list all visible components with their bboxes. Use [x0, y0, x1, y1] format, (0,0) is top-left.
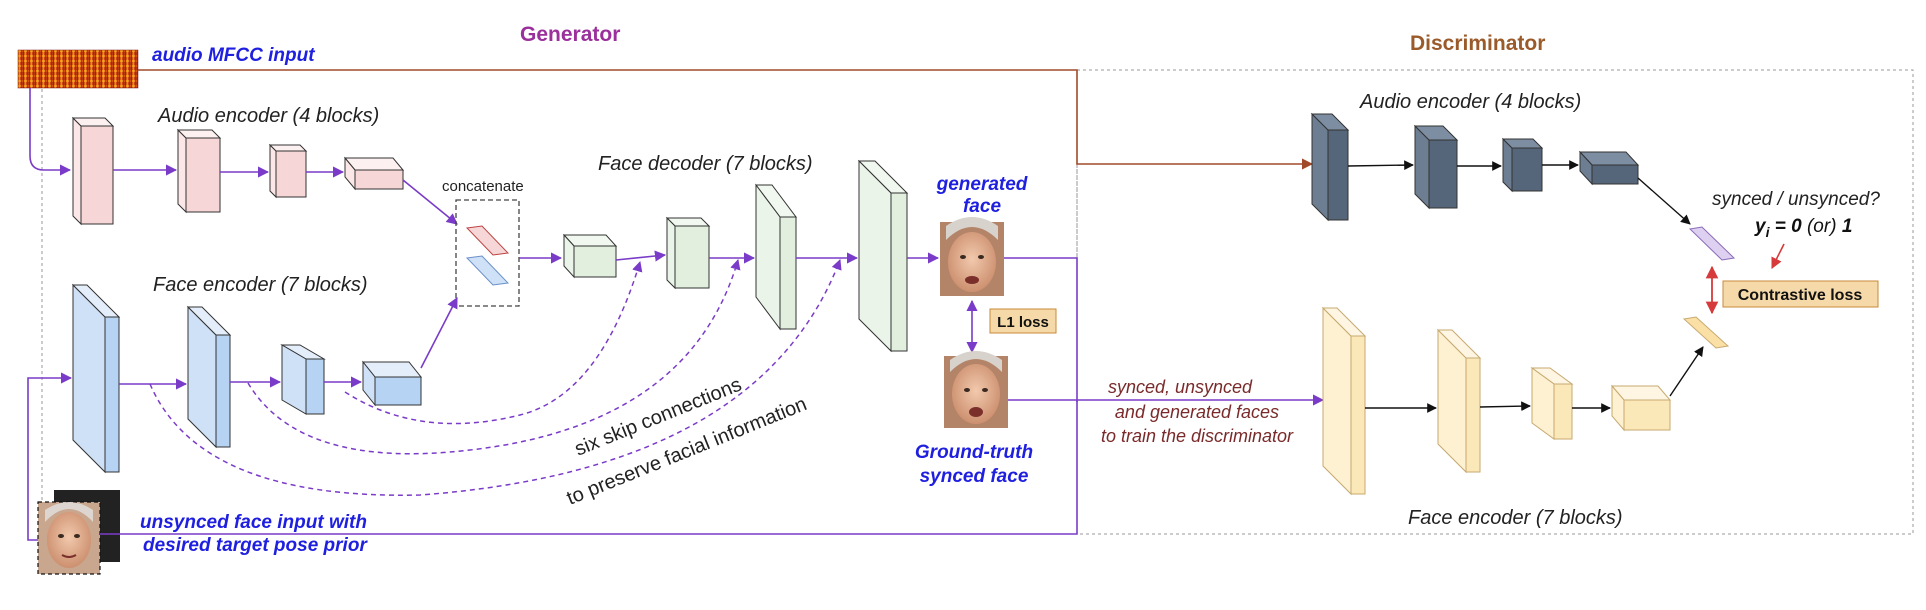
gen-audio-encoder-block-4 — [343, 156, 405, 191]
generated-face-path — [1004, 257, 1078, 402]
audio-to-concat-arrow — [402, 179, 458, 225]
face-input-label-2: desired target pose prior — [143, 535, 368, 556]
disc-face-encoder-block-1 — [1321, 306, 1367, 496]
disc-audio-encoder-label: Audio encoder (4 blocks) — [1359, 91, 1581, 113]
gen-face-encoder-block-2 — [186, 305, 232, 449]
contrastive-loss-box — [1722, 280, 1879, 308]
face-decoder-block-2 — [665, 216, 711, 290]
yi-one: 1 — [1842, 216, 1853, 237]
yi-subscript: i — [1766, 224, 1771, 240]
face-input-to-discriminator-path — [100, 400, 1078, 535]
ground-truth-label-1: Ground-truth — [915, 442, 1033, 463]
concatenate-box — [455, 199, 520, 307]
face-input-image — [37, 490, 120, 575]
synced-question: synced / unsynced? — [1712, 189, 1880, 210]
disc-audio-arrow-1 — [1347, 160, 1414, 171]
yi-or: (or) — [1802, 216, 1842, 237]
concat-face-feature — [465, 255, 510, 286]
ground-truth-label-2: synced face — [920, 466, 1029, 487]
skip-connection-2 — [247, 258, 741, 455]
face-decoder-block-1 — [562, 233, 618, 279]
face-input-label-1: unsynced face input with — [140, 512, 367, 533]
l1-loss-box — [989, 308, 1057, 334]
skip-connection-3 — [149, 259, 842, 496]
face-decoder-block-4 — [857, 159, 909, 353]
label-to-loss-arrow — [1771, 243, 1785, 270]
face-decoder-block-3 — [755, 183, 797, 331]
gen-face-encoder-block-1 — [71, 283, 121, 474]
audio-input-arrow — [29, 88, 72, 176]
gen-audio-encoder-label: Audio encoder (4 blocks) — [157, 105, 379, 127]
decoder-arrow-1 — [615, 250, 667, 262]
discriminator-title: Discriminator — [1410, 32, 1545, 55]
disc-audio-to-embedding-arrow — [1637, 177, 1691, 225]
disc-face-encoder-block-2 — [1436, 328, 1482, 474]
concat-audio-feature — [465, 225, 510, 256]
disc-faces-label-3: to train the discriminator — [1101, 426, 1294, 446]
disc-faces-label-2: and generated faces — [1115, 402, 1279, 422]
face-to-concat-arrow — [420, 297, 458, 369]
disc-audio-encoder-block-2 — [1413, 124, 1459, 210]
gen-face-encoder-block-4 — [361, 360, 423, 407]
gen-audio-encoder-block-2 — [176, 128, 222, 214]
generated-face-label-1: generated — [936, 174, 1028, 195]
face-input-arrow — [27, 372, 73, 541]
contrastive-loss-label: Contrastive loss — [1738, 287, 1863, 304]
concatenate-label: concatenate — [442, 178, 524, 195]
disc-face-encoder-block-3 — [1530, 367, 1574, 440]
gen-audio-encoder-block-3 — [268, 143, 308, 199]
disc-face-arrow-2 — [1479, 401, 1531, 412]
gen-face-encoder-label: Face encoder (7 blocks) — [153, 274, 368, 296]
generated-face-label-2: face — [963, 196, 1001, 217]
l1-loss-label: L1 loss — [997, 314, 1049, 331]
skip-connection-1 — [344, 260, 643, 425]
disc-audio-encoder-block-3 — [1501, 137, 1544, 193]
generated-face-image — [940, 217, 1004, 296]
face-decoder-label: Face decoder (7 blocks) — [598, 153, 813, 175]
disc-audio-encoder-block-4 — [1578, 150, 1640, 186]
ground-truth-face-image — [944, 351, 1008, 428]
discriminator-frame — [1076, 69, 1914, 535]
audio-embedding — [1688, 226, 1736, 261]
disc-face-encoder-block-4 — [1610, 384, 1672, 432]
mfcc-spectrogram-image — [17, 49, 139, 89]
disc-face-encoder-label: Face encoder (7 blocks) — [1408, 507, 1623, 529]
audio-input-label: audio MFCC input — [152, 45, 315, 66]
generator-title: Generator — [520, 23, 620, 46]
disc-face-to-embedding-arrow — [1669, 346, 1704, 397]
gen-audio-encoder-block-1 — [71, 116, 115, 226]
yi-equals-zero: = 0 — [1769, 216, 1802, 237]
disc-faces-label-1: synced, unsynced — [1108, 377, 1253, 397]
disc-audio-encoder-block-1 — [1310, 112, 1350, 222]
face-embedding — [1682, 316, 1730, 349]
audio-to-discriminator-arrow — [138, 69, 1314, 170]
yi-symbol: y — [1754, 216, 1767, 237]
gen-face-encoder-block-3 — [280, 344, 326, 415]
yi-formula: yi = 0 (or) 1 — [1754, 216, 1852, 240]
